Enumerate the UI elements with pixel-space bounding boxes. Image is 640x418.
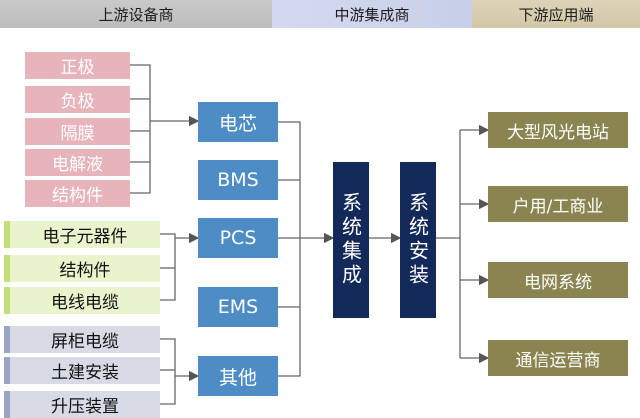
upstream-part-civil-installation: 土建安装: [4, 357, 160, 384]
upstream-part-separator: 隔膜: [25, 118, 130, 145]
application-wind-solar-plant: 大型风光电站: [488, 112, 628, 148]
application-residential-commercial: 户用/工商业: [488, 186, 628, 222]
application-grid-system: 电网系统: [488, 262, 628, 298]
upstream-part-electrolyte: 电解液: [25, 149, 130, 176]
upstream-part-wires-cables: 电线电缆: [4, 287, 160, 314]
component-bms: BMS: [198, 160, 278, 200]
system-installation: 系统安装: [400, 162, 436, 318]
upstream-part-pcs-structure: 结构件: [4, 255, 160, 282]
application-telecom-operator: 通信运营商: [488, 340, 628, 376]
upstream-part-electronic-components: 电子元器件: [4, 221, 160, 248]
upstream-part-cabinet-cables: 屏柜电缆: [4, 326, 160, 353]
component-other: 其他: [198, 356, 278, 396]
upstream-part-anode: 负极: [25, 86, 130, 113]
upstream-part-cathode: 正极: [25, 52, 130, 79]
component-cell: 电芯: [198, 102, 278, 142]
upstream-part-structure: 结构件: [25, 180, 130, 207]
component-ems: EMS: [198, 287, 278, 327]
upstream-part-booster: 升压装置: [4, 391, 160, 418]
header-midstream: 中游集成商: [272, 0, 472, 28]
component-pcs: PCS: [198, 218, 278, 258]
system-integration: 系统集成: [333, 162, 369, 318]
header-upstream: 上游设备商: [0, 0, 272, 28]
header-downstream: 下游应用端: [472, 0, 640, 28]
